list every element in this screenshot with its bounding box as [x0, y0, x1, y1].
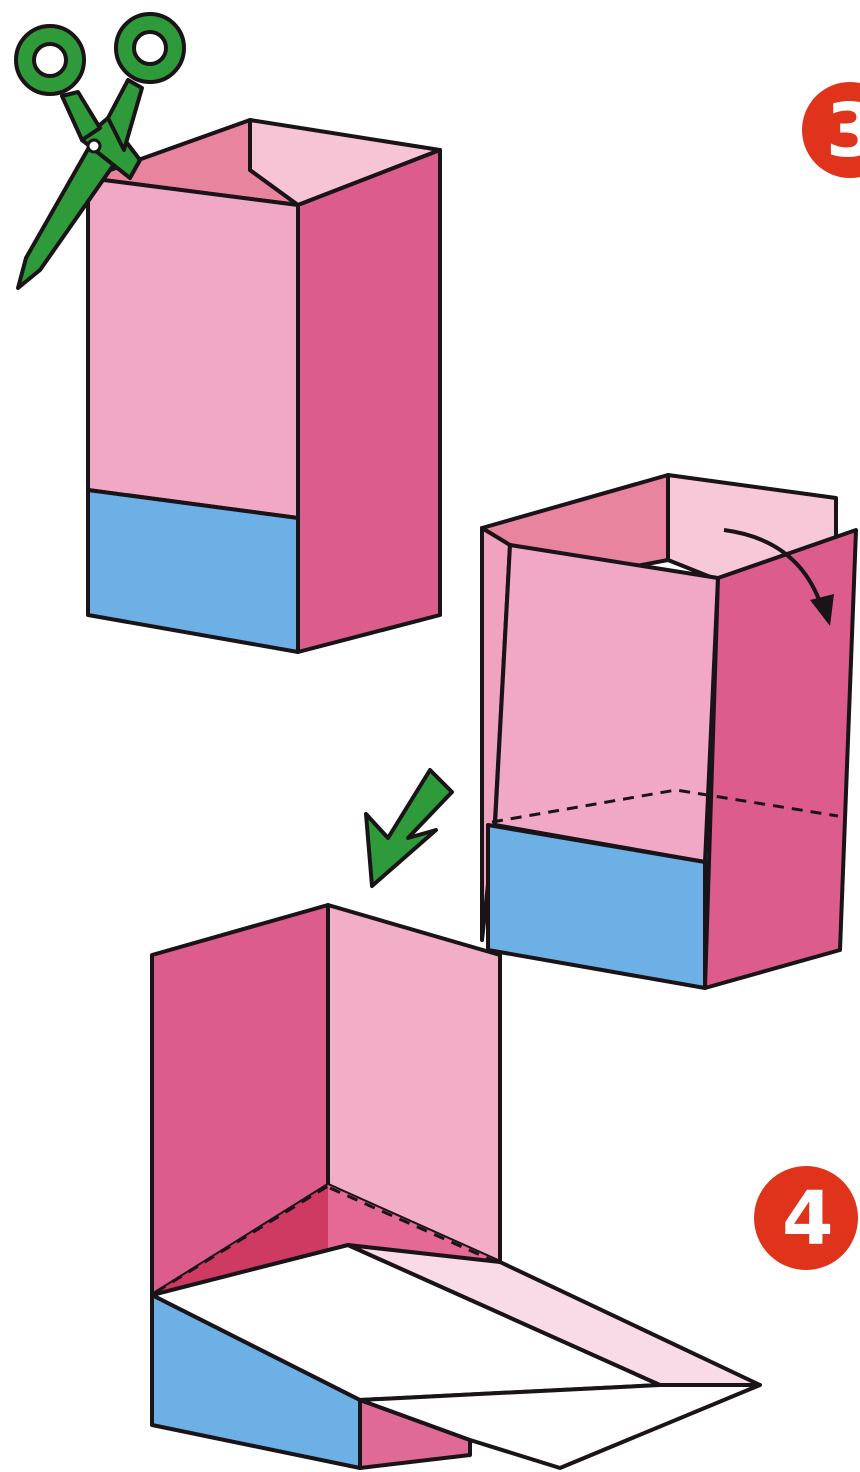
- carton-step-base: [152, 905, 760, 1468]
- step-3-badge: 3: [802, 82, 860, 178]
- step-4-number: 4: [782, 1176, 834, 1262]
- carton-front-face: [88, 178, 298, 518]
- carton-fold-front-panel: [495, 545, 718, 862]
- carton-step-cut: [88, 120, 440, 652]
- step-3-number: 3: [826, 88, 860, 174]
- carton-step-fold: [482, 475, 856, 988]
- carton-right-side: [298, 150, 440, 652]
- carton-front-blue-band: [88, 490, 298, 652]
- step-4-badge: 4: [754, 1166, 858, 1270]
- down-left-arrow-icon: [366, 770, 452, 886]
